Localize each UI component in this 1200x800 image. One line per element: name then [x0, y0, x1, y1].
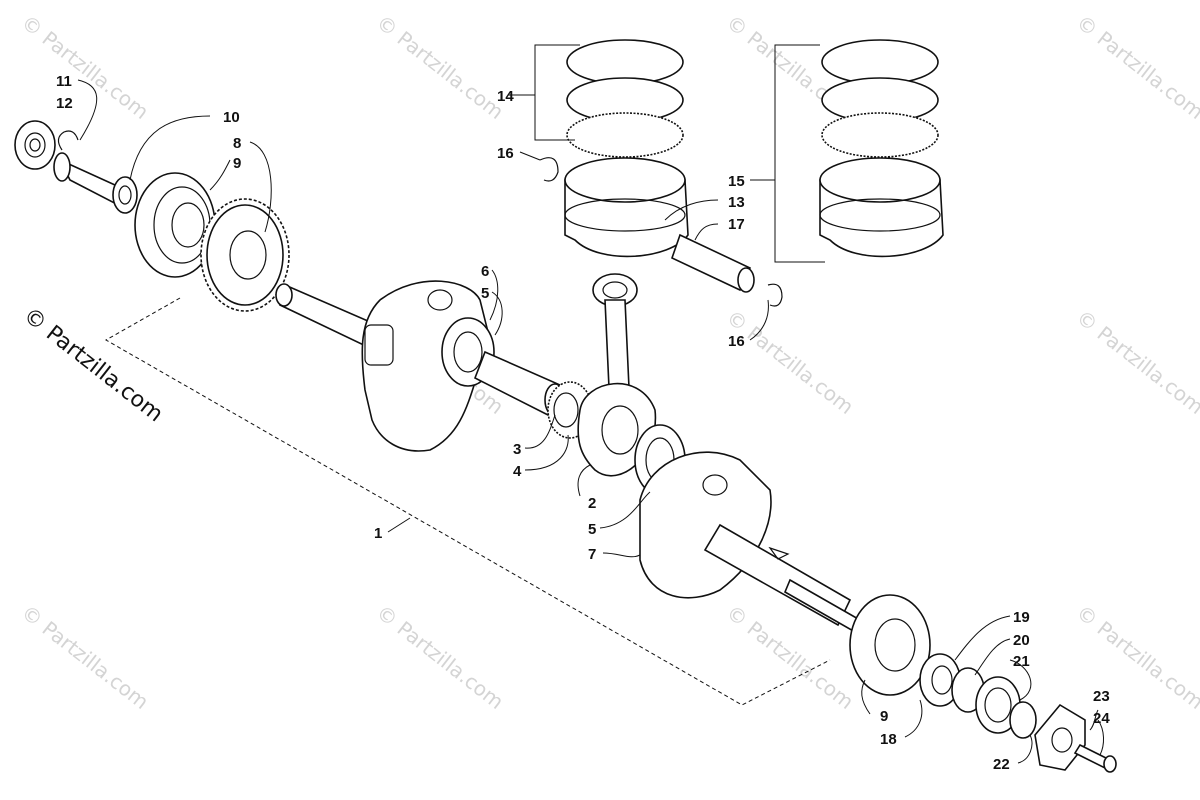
piston-part: [564, 157, 689, 258]
washer-part: [1009, 701, 1037, 739]
callout-23: 23: [1093, 688, 1110, 705]
callout-7: 7: [588, 546, 596, 563]
callout-12: 12: [56, 95, 73, 112]
callout-22: 22: [993, 756, 1010, 773]
callout-3: 3: [513, 441, 521, 458]
callout-5: 5: [588, 521, 596, 538]
callout-11: 11: [56, 73, 72, 90]
callout-9: 9: [233, 155, 241, 172]
crankshaft-right-part: [639, 451, 862, 634]
callout-5: 5: [481, 285, 489, 302]
callout-16: 16: [497, 145, 514, 162]
callout-24: 24: [1093, 710, 1110, 727]
main-bearing-right-part: [849, 594, 931, 696]
small-bearing-part: [14, 120, 56, 170]
watermark: © Partzilla.com: [17, 600, 153, 714]
watermark: © Partzilla.com: [372, 10, 508, 124]
small-bearing-right-part: [919, 653, 961, 707]
watermark: © Partzilla.com: [1072, 600, 1200, 714]
callout-9: 9: [880, 708, 888, 725]
piston-pin-part: [671, 233, 755, 293]
piston-assembly-set-part: [819, 39, 944, 258]
callout-6: 6: [481, 263, 489, 280]
gear-part: [200, 198, 290, 312]
watermark: © Partzilla.com: [722, 305, 858, 419]
callout-13: 13: [728, 194, 745, 211]
piston-clip-bottom-part: [767, 283, 783, 307]
callout-4: 4: [513, 463, 522, 480]
leader-lines: [77, 79, 1104, 764]
watermark: © Partzilla.com: [372, 600, 508, 714]
callout-17: 17: [728, 216, 745, 233]
callout-14: 14: [497, 88, 514, 105]
watermark: © Partzilla.com: [1072, 305, 1200, 419]
side-watermark: © Partzilla.com: [18, 303, 167, 427]
callout-16: 16: [728, 333, 745, 350]
piston-clip-top-part: [539, 157, 559, 182]
callout-1: 1: [374, 525, 382, 542]
callout-21: 21: [1013, 653, 1030, 670]
callout-brackets: [534, 44, 825, 263]
circlip-part: [57, 130, 79, 151]
watermark: © Partzilla.com: [1072, 10, 1200, 124]
callout-18: 18: [880, 731, 897, 748]
watermark: © Partzilla.com: [17, 10, 153, 124]
callout-labels: 1 2 3 4 5 5 6 7 8 9 9 10 11 12 13 14 15 …: [56, 73, 1110, 773]
callout-15: 15: [728, 173, 745, 190]
callout-20: 20: [1013, 632, 1030, 649]
sleeve-shaft-part: [53, 152, 138, 214]
callout-10: 10: [223, 109, 240, 126]
callout-2: 2: [588, 495, 596, 512]
callout-19: 19: [1013, 609, 1030, 626]
bolt-part: [1073, 743, 1117, 773]
connecting-rod-part: [577, 273, 657, 477]
piston-rings-set-part: [566, 39, 684, 158]
callout-8: 8: [233, 135, 241, 152]
assembly-bracket: [104, 297, 831, 706]
retainer-plate-part: [1034, 703, 1086, 771]
